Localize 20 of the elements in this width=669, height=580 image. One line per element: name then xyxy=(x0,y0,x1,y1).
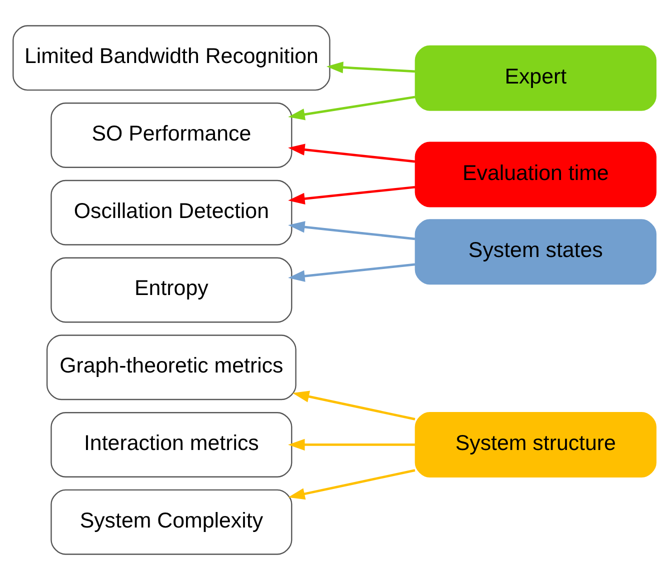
node-box: System structure xyxy=(414,412,656,478)
arrow xyxy=(288,221,416,240)
node-box: Limited Bandwidth Recognition xyxy=(12,25,330,91)
node-box: Oscillation Detection xyxy=(50,180,292,246)
node-box: Entropy xyxy=(50,257,292,323)
arrow xyxy=(288,263,416,282)
arrow xyxy=(326,62,416,74)
arrow xyxy=(288,469,416,500)
arrow xyxy=(288,186,416,205)
arrow xyxy=(288,144,416,163)
arrow xyxy=(292,390,416,420)
node-box: Expert xyxy=(414,45,656,111)
node-box: System states xyxy=(414,219,656,285)
node-box: Evaluation time xyxy=(414,142,656,208)
node-box: Interaction metrics xyxy=(50,412,292,478)
arrow xyxy=(288,438,415,451)
node-box: Graph-theoretic metrics xyxy=(46,334,296,400)
node-box: SO Performance xyxy=(50,102,292,168)
arrow xyxy=(288,96,416,120)
node-box: System Complexity xyxy=(50,489,292,555)
